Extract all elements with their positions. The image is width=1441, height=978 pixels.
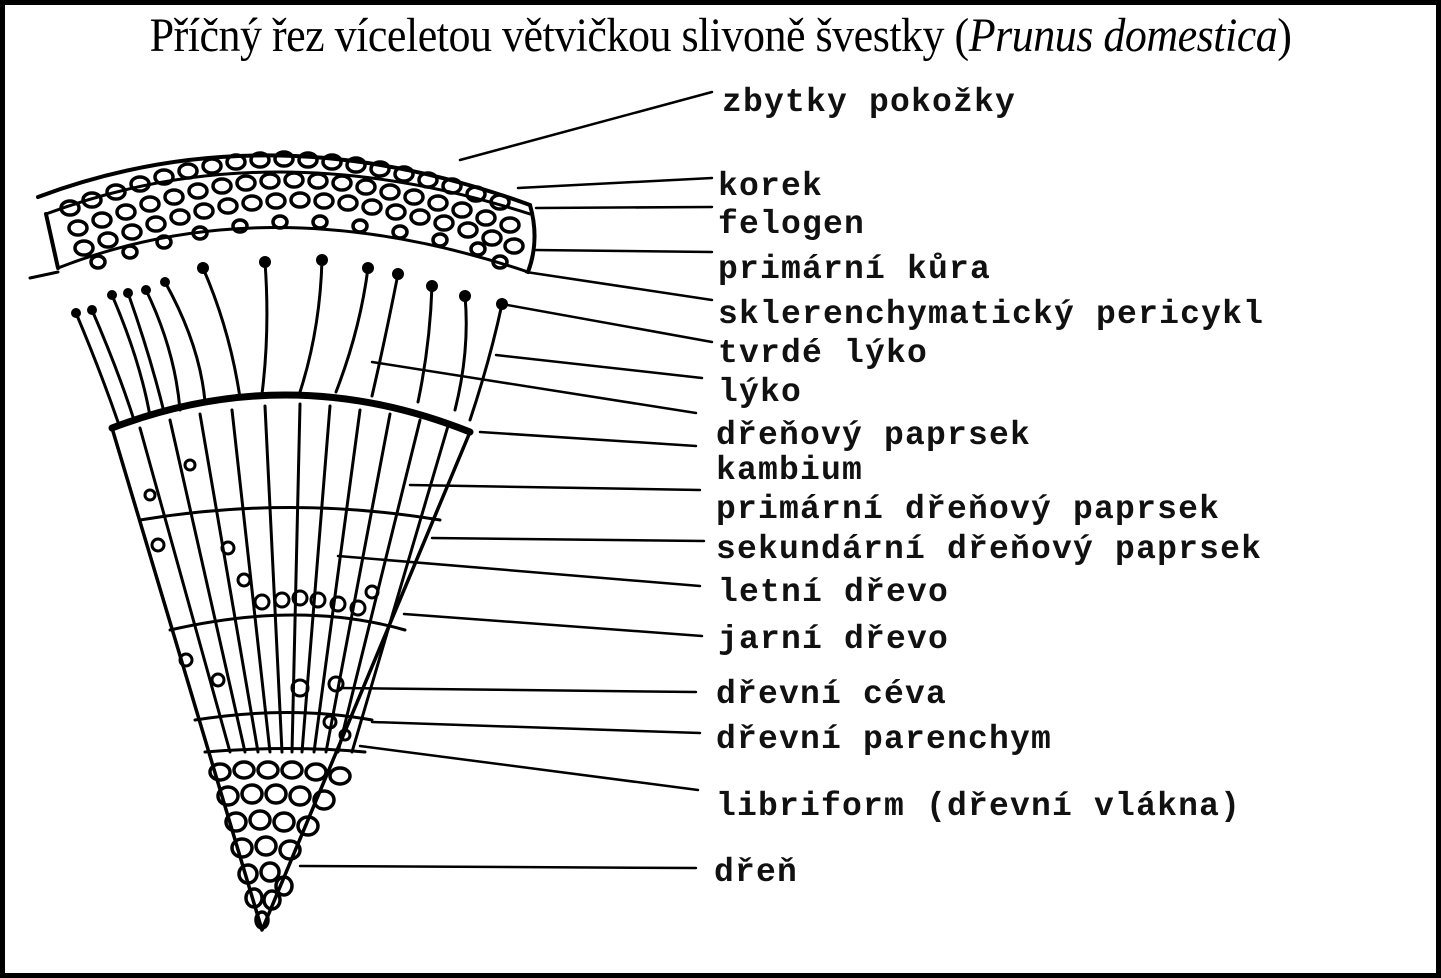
cambium-arc [108, 391, 474, 436]
cork-cells [59, 150, 525, 270]
xylem-wedge-outline [110, 426, 472, 932]
label-primarni-drenovy-paprsek: primární dřeňový paprsek [716, 491, 1221, 528]
label-tvrde-lyko: tvrdé lýko [718, 335, 929, 372]
label-kambium: kambium [716, 452, 864, 489]
label-sklerenchymaticky-pericykl: sklerenchymatický pericykl [718, 296, 1265, 333]
label-libriform: libriform (dřevní vlákna) [716, 788, 1242, 825]
phloem-strands [74, 258, 504, 424]
label-drenovy-paprsek: dřeňový paprsek [716, 417, 1032, 454]
medullary-rays [138, 402, 450, 754]
label-letni-drevo: letní dřevo [718, 574, 950, 611]
label-sekundarni-drenovy-paprsek: sekundární dřeňový paprsek [716, 531, 1263, 568]
vessels [143, 458, 380, 742]
label-dren: dřeň [714, 854, 799, 891]
label-primarni-kura: primární kůra [718, 251, 992, 288]
label-jarni-drevo: jarní dřevo [718, 621, 950, 658]
title-close: ) [1277, 9, 1292, 62]
label-felogen: felogen [718, 206, 866, 243]
label-drevni-ceva: dřevní céva [716, 676, 948, 713]
label-lyko: lýko [718, 374, 803, 411]
label-drevni-parenchym: dřevní parenchym [716, 721, 1053, 758]
pith-cells [208, 760, 352, 930]
phloem-nodes [71, 254, 508, 318]
title-main: Příčný řez víceletou větvičkou slivoně š… [149, 9, 970, 62]
title-species: Prunus domestica [968, 9, 1278, 62]
leader-lines [298, 90, 714, 870]
label-korek: korek [718, 168, 824, 205]
label-zbytky-pokozky: zbytky pokožky [722, 84, 1017, 121]
diagram-title: Příčný řez víceletou větvičkou slivoně š… [0, 8, 1441, 63]
